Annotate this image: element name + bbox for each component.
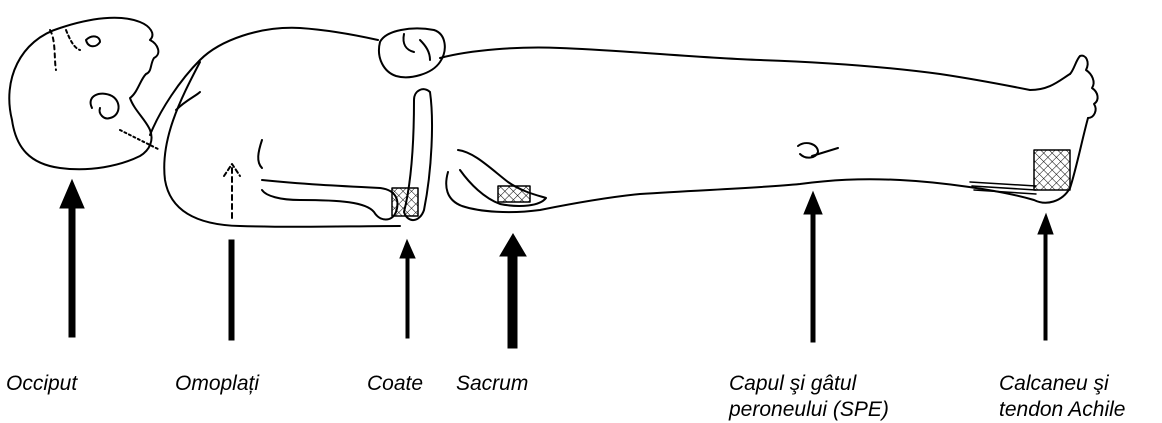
label-sacrum: Sacrum <box>456 371 528 397</box>
sacrum-pressure-zone <box>498 186 530 202</box>
label-occiput-text: Occiput <box>6 371 77 397</box>
arrow-calcaneu <box>1038 214 1053 340</box>
head-outline <box>9 18 160 170</box>
arrow-sacrum <box>500 234 526 348</box>
arrow-peroneu <box>804 192 822 342</box>
label-occiput: Occiput <box>6 371 77 397</box>
label-peroneu-line1: Capul şi gâtul <box>729 371 889 397</box>
label-calcaneu-line2: tendon Achile <box>999 397 1125 423</box>
label-calcaneu-line1: Calcaneu şi <box>999 371 1125 397</box>
label-coate-text: Coate <box>367 371 423 397</box>
label-coate: Coate <box>367 371 423 397</box>
label-omoplati: Omoplați <box>175 371 259 397</box>
label-peroneu: Capul şi gâtul peroneului (SPE) <box>729 371 889 423</box>
label-calcaneu: Calcaneu şi tendon Achile <box>999 371 1125 423</box>
arrow-omoplati <box>229 240 234 340</box>
pressure-arrows <box>60 180 1053 348</box>
heel-pressure-zone <box>1034 150 1070 190</box>
arrow-occiput <box>60 180 84 337</box>
label-sacrum-text: Sacrum <box>456 371 528 397</box>
label-peroneu-line2: peroneului (SPE) <box>729 397 889 423</box>
elbow-pressure-zone <box>392 188 418 216</box>
label-omoplati-text: Omoplați <box>175 371 259 397</box>
arrow-coate <box>400 240 415 338</box>
